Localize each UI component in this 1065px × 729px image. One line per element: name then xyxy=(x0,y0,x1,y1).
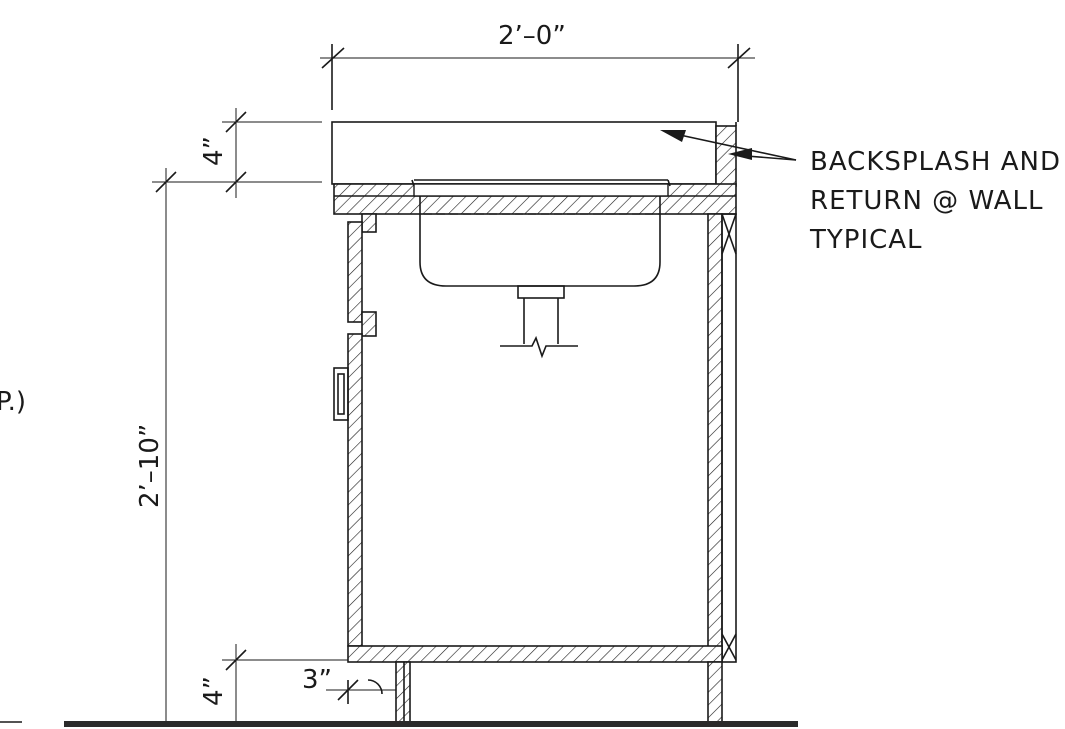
overall-width-label: 2’–0” xyxy=(498,21,566,51)
sink-basin xyxy=(419,196,661,359)
callout-line-3: TYPICAL xyxy=(809,225,923,255)
toe-kick-depth-dimension: 3” xyxy=(302,665,410,704)
toe-kick-depth-label: 3” xyxy=(302,665,332,695)
toe-kick-height-label: 4” xyxy=(199,676,229,706)
floor-line xyxy=(64,721,798,727)
cropped-label: P.) xyxy=(0,387,26,417)
cabinet-height-dimension: 2’–10” xyxy=(135,168,222,724)
cabinet-body xyxy=(333,213,737,725)
overall-width-dimension: 2’–0” xyxy=(320,21,755,122)
backsplash-height-label: 4” xyxy=(199,136,229,166)
callout-line-2: RETURN @ WALL xyxy=(810,186,1044,216)
countertop xyxy=(333,179,737,215)
cabinet-height-label: 2’–10” xyxy=(135,424,165,508)
callout-note: BACKSPLASH AND RETURN @ WALL TYPICAL xyxy=(809,147,1061,255)
callout-line-1: BACKSPLASH AND xyxy=(810,147,1061,177)
toe-kick-height-dimension: 4” xyxy=(199,644,354,724)
callout-leader xyxy=(660,130,797,161)
backsplash-height-dimension: 4” xyxy=(199,108,322,198)
